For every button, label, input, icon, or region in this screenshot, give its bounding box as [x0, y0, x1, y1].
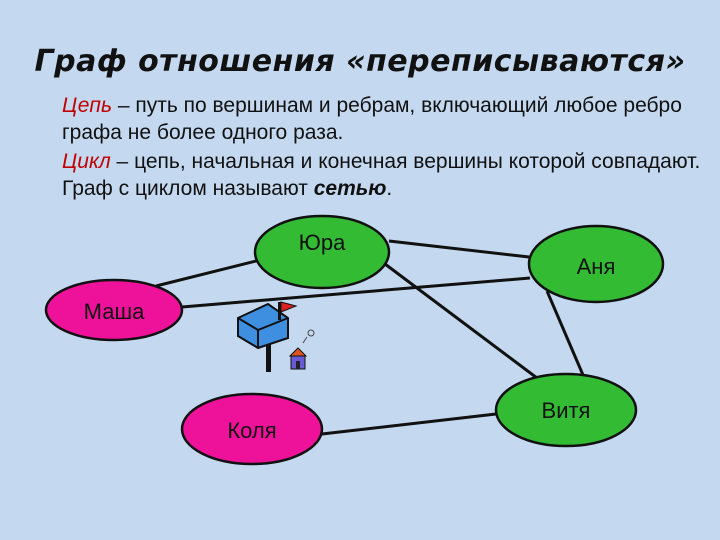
- node-shape-vitya: [494, 372, 638, 448]
- page-title: Граф отношения «переписываются»: [34, 44, 686, 79]
- edge-masha-anya: [181, 276, 531, 309]
- cycle-term: Цикл: [62, 150, 111, 173]
- node-shape-masha: [44, 278, 184, 342]
- cycle-definition: Цикл – цепь, начальная и конечная вершин…: [62, 148, 702, 202]
- node-masha: Маша: [44, 278, 184, 342]
- node-label-yura: Юра: [299, 230, 346, 255]
- edge-anya-vitya: [545, 290, 585, 376]
- node-shape-anya: [527, 224, 665, 304]
- network-word: сетью: [313, 177, 387, 200]
- edge-kolya-vitya: [321, 412, 497, 436]
- node-shape-kolya: [180, 392, 324, 466]
- node-anya: Аня: [527, 224, 665, 304]
- chain-term: Цепь: [62, 94, 113, 117]
- graph-edges: [155, 239, 585, 436]
- end-dot: .: [386, 177, 393, 200]
- house-icon: [288, 329, 315, 370]
- edge-yura-anya: [388, 239, 530, 259]
- node-label-kolya: Коля: [227, 418, 276, 443]
- node-label-vitya: Витя: [542, 398, 591, 423]
- cycle-text: – цепь, начальная и конечная вершины кот…: [62, 150, 701, 200]
- node-yura: Юра: [253, 214, 391, 290]
- chain-definition: Цепь – путь по вершинам и ребрам, включа…: [62, 92, 702, 146]
- node-shape-yura: [253, 214, 391, 290]
- mailbox-icon: [237, 301, 298, 372]
- edge-yura-masha: [155, 256, 269, 288]
- definitions: Цепь – путь по вершинам и ребрам, включа…: [62, 92, 702, 204]
- node-kolya: Коля: [180, 392, 324, 466]
- chain-text: – путь по вершинам и ребрам, включающий …: [62, 94, 682, 144]
- node-label-anya: Аня: [577, 254, 616, 279]
- node-label-masha: Маша: [84, 299, 145, 324]
- node-vitya: Витя: [494, 372, 638, 448]
- edge-yura-vitya: [384, 262, 538, 380]
